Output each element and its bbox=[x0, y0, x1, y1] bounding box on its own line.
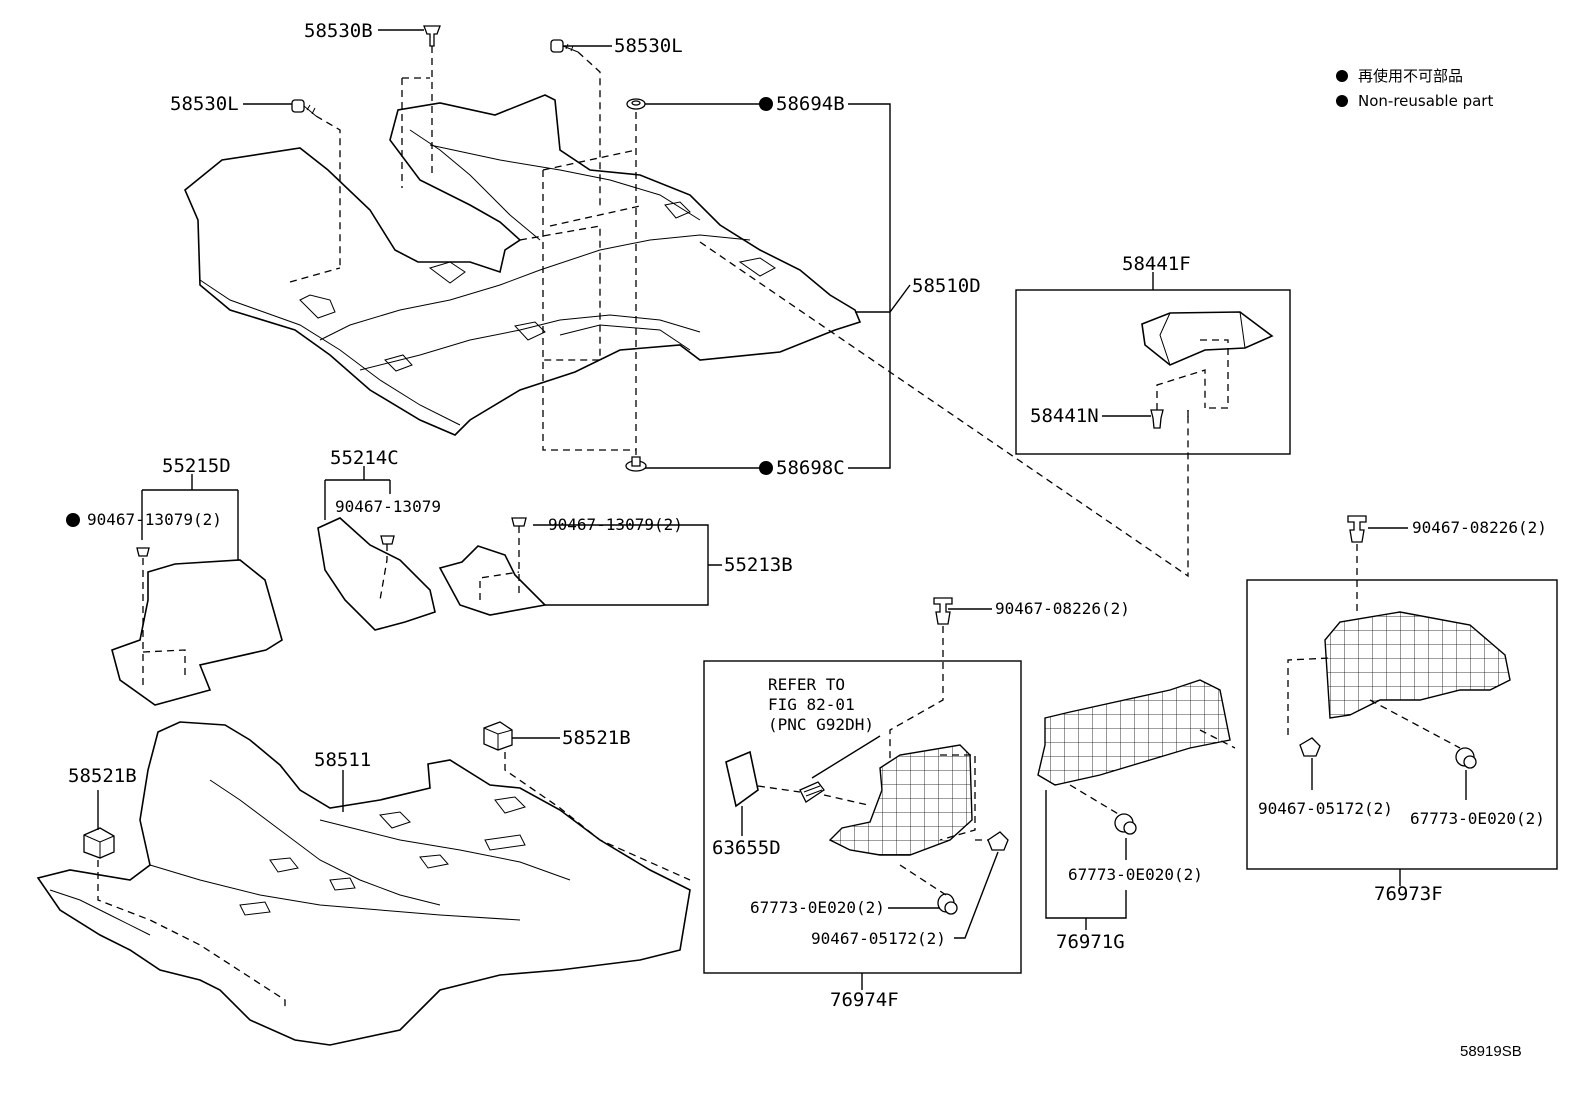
label-90467-08226-b: 90467-08226(2) bbox=[1412, 518, 1547, 537]
label-58511: 58511 bbox=[314, 749, 371, 771]
part-63655D bbox=[725, 750, 759, 808]
clip-58521B-left bbox=[83, 827, 115, 859]
label-76971G: 76971G bbox=[1056, 931, 1125, 953]
grommet-58694B bbox=[626, 98, 646, 110]
label-76973F: 76973F bbox=[1374, 883, 1443, 905]
clip-pnc-g92dh bbox=[799, 781, 825, 803]
label-58441F: 58441F bbox=[1122, 253, 1191, 275]
label-55214C: 55214C bbox=[330, 447, 399, 469]
label-refer-to-line2[interactable]: FIG 82-01 bbox=[768, 695, 855, 714]
label-58521B-left: 58521B bbox=[68, 765, 137, 787]
label-58530B: 58530B bbox=[304, 20, 373, 42]
screw-58530L-left bbox=[291, 99, 317, 117]
label-90467-05172-b: 90467-05172(2) bbox=[1258, 799, 1393, 818]
floor-carpet-58511 bbox=[36, 721, 691, 1046]
screw-67773-0E020-b bbox=[1114, 813, 1137, 835]
clip-90467-08226-a bbox=[933, 597, 953, 625]
screw-67773-0E020-c bbox=[1455, 747, 1477, 769]
label-90467-13079-a: 90467-13079(2) bbox=[87, 510, 222, 529]
pad-55215D bbox=[111, 559, 283, 706]
grommet-58698C bbox=[625, 456, 647, 472]
label-90467-05172-a: 90467-05172(2) bbox=[811, 929, 946, 948]
non-reusable-bullet-icon bbox=[759, 97, 773, 111]
clip-90467-13079-b bbox=[380, 535, 395, 545]
label-58510D: 58510D bbox=[912, 275, 981, 297]
label-90467-08226-a: 90467-08226(2) bbox=[995, 599, 1130, 618]
trim-76973F bbox=[1324, 611, 1511, 719]
non-reusable-bullet-icon bbox=[1336, 95, 1348, 107]
clip-90467-08226-b bbox=[1347, 515, 1367, 543]
label-76974F: 76974F bbox=[830, 989, 899, 1011]
non-reusable-bullet-icon bbox=[759, 461, 773, 475]
label-63655D: 63655D bbox=[712, 837, 781, 859]
trim-76971G bbox=[1037, 679, 1231, 786]
diagram-id: 58919SB bbox=[1460, 1043, 1522, 1060]
screw-67773-0E020-a bbox=[937, 893, 958, 915]
legend-en-text: Non-reusable part bbox=[1358, 92, 1493, 110]
label-67773-0E020-c: 67773-0E020(2) bbox=[1410, 809, 1545, 828]
detail-box-58441F bbox=[1015, 289, 1291, 455]
label-58521B-right: 58521B bbox=[562, 727, 631, 749]
legend-jp-text: 再使用不可部品 bbox=[1358, 67, 1463, 85]
clip-58521B-right bbox=[483, 721, 513, 751]
label-67773-0E020-b: 67773-0E020(2) bbox=[1068, 865, 1203, 884]
trim-76974F bbox=[828, 744, 973, 856]
label-58530L-left: 58530L bbox=[170, 93, 239, 115]
clip-90467-13079-a bbox=[136, 547, 150, 557]
label-55215D: 55215D bbox=[162, 455, 231, 477]
pad-55213B bbox=[438, 545, 547, 616]
clip-90467-05172-a bbox=[987, 831, 1009, 851]
clip-90467-13079-c bbox=[511, 517, 527, 527]
label-58441N: 58441N bbox=[1030, 405, 1099, 427]
clip-90467-05172-b bbox=[1299, 737, 1321, 757]
clip-58530B bbox=[423, 25, 441, 47]
label-55213B: 55213B bbox=[724, 554, 793, 576]
label-67773-0E020-a: 67773-0E020(2) bbox=[750, 898, 885, 917]
non-reusable-bullet-icon bbox=[1336, 70, 1348, 82]
label-refer-to-line3[interactable]: (PNC G92DH) bbox=[768, 715, 874, 734]
label-90467-13079-b: 90467-13079 bbox=[335, 497, 441, 516]
pad-55214C bbox=[317, 517, 436, 631]
floor-carpet-58510D bbox=[184, 94, 862, 436]
detail-box-76974F bbox=[703, 660, 1022, 974]
clip-58441N bbox=[1150, 409, 1164, 429]
label-58694B: 58694B bbox=[776, 93, 845, 115]
label-58698C: 58698C bbox=[776, 457, 845, 479]
label-58530L-top: 58530L bbox=[614, 35, 683, 57]
label-refer-to-line1[interactable]: REFER TO bbox=[768, 675, 845, 694]
detail-box-76973F bbox=[1246, 579, 1558, 870]
non-reusable-bullet-icon bbox=[66, 513, 80, 527]
legend: 再使用不可部品 Non-reusable part bbox=[1336, 67, 1493, 110]
cover-58441F bbox=[1141, 311, 1274, 366]
